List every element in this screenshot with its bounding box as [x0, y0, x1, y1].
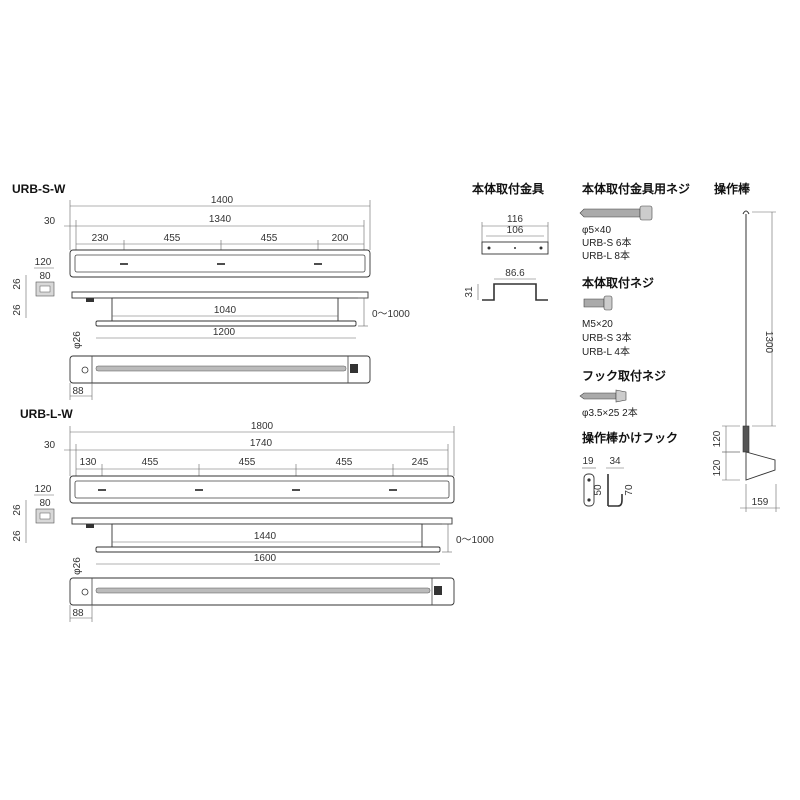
s-rod [95, 320, 357, 327]
rod-grip [742, 425, 750, 453]
s-height-bottom: 26 [12, 304, 23, 316]
wood-screw-icon [579, 392, 617, 400]
bracket-group: 本体取付金具 116 106 86.6 31 [464, 181, 549, 301]
hook-h2: 70 [624, 484, 635, 496]
hook-front-view [583, 473, 595, 507]
rod-grip1: 120 [712, 430, 723, 447]
machine-screw-icon [583, 298, 605, 308]
bracket-height: 31 [464, 286, 475, 298]
body-screw-title: 本体取付ネジ [582, 275, 654, 290]
bracket-screw-size: φ5×40 [582, 225, 611, 236]
model-s-title: URB-S-W [12, 182, 66, 196]
rod-crank [745, 451, 776, 481]
l-seg-4: 455 [336, 457, 353, 468]
body-screw-l: URB-L 4本 [582, 345, 630, 358]
bracket-width-bottom: 86.6 [505, 268, 525, 279]
s-offset: 30 [44, 216, 56, 227]
s-extension: 0～1000 [372, 309, 410, 320]
l-depth: 120 [35, 484, 52, 495]
s-rod-span: 1040 [214, 305, 237, 316]
s-height-top: 26 [12, 278, 23, 290]
l-depth-inner: 80 [39, 498, 51, 509]
l-diameter: φ26 [72, 557, 83, 575]
rod-title: 操作棒 [714, 181, 751, 196]
bracket-screw-s: URB-S 6本 [582, 236, 631, 249]
rod-grip2: 120 [712, 459, 723, 476]
l-rod [95, 546, 441, 553]
l-rod-length: 1600 [254, 553, 277, 564]
model-l-group: URB-L-W 1800 30 1740 130 455 455 455 245… [12, 407, 494, 622]
hook-side-view [607, 474, 623, 507]
rod-width: 159 [752, 497, 769, 508]
l-seg-1: 130 [80, 457, 97, 468]
hook-w1: 19 [582, 456, 594, 467]
l-inner-width: 1740 [250, 438, 273, 449]
bracket-screw-title: 本体取付金具用ネジ [582, 181, 690, 196]
s-seg-4: 200 [332, 233, 349, 244]
l-extension: 0～1000 [456, 535, 494, 546]
s-seg-1: 230 [92, 233, 109, 244]
screws-group: 本体取付金具用ネジ φ5×40 URB-S 6本 URB-L 8本 本体取付ネジ… [579, 181, 690, 419]
l-seg-5: 245 [412, 457, 429, 468]
bracket-screw-l: URB-L 8本 [582, 249, 630, 262]
s-end-width: 88 [72, 386, 84, 397]
rod-length: 1300 [763, 331, 774, 354]
s-seg-3: 455 [261, 233, 278, 244]
s-front-body [111, 297, 339, 325]
l-seg-3: 455 [239, 457, 256, 468]
s-rod-length: 1200 [213, 327, 236, 338]
bracket-title: 本体取付金具 [472, 181, 544, 196]
l-rod-span: 1440 [254, 531, 277, 542]
bracket-side-view [482, 283, 548, 301]
hook-screw-spec: φ3.5×25 2本 [582, 406, 638, 419]
rod-group: 操作棒 1300 120 120 159 [712, 181, 780, 512]
s-front-plate [71, 291, 369, 299]
l-seg-2: 455 [142, 457, 159, 468]
hook-group: 操作棒かけフック 19 34 50 70 [582, 430, 678, 507]
s-depth-inner: 80 [39, 271, 51, 282]
l-offset: 30 [44, 440, 56, 451]
s-overall-width: 1400 [211, 195, 234, 206]
l-overall-width: 1800 [251, 421, 274, 432]
body-screw-s: URB-S 3本 [582, 331, 631, 344]
l-height-bottom: 26 [12, 530, 23, 542]
hook-h1: 50 [593, 484, 604, 496]
hook-w2: 34 [609, 456, 621, 467]
s-seg-2: 455 [164, 233, 181, 244]
s-depth: 120 [35, 257, 52, 268]
body-screw-size: M5×20 [582, 319, 613, 330]
l-front-body [111, 523, 423, 551]
hook-title: 操作棒かけフック [582, 430, 678, 445]
l-front-plate [71, 517, 453, 525]
l-end-width: 88 [72, 608, 84, 619]
long-screw-icon [579, 208, 641, 218]
bracket-width-inner: 106 [507, 225, 524, 236]
model-s-group: URB-S-W 1400 30 1340 230 455 455 200 120… [12, 182, 410, 400]
s-diameter: φ26 [72, 331, 83, 349]
model-l-title: URB-L-W [20, 407, 73, 421]
hook-screw-title: フック取付ネジ [582, 368, 666, 383]
s-inner-width: 1340 [209, 214, 232, 225]
l-height-top: 26 [12, 504, 23, 516]
bracket-width-outer: 116 [507, 214, 523, 225]
